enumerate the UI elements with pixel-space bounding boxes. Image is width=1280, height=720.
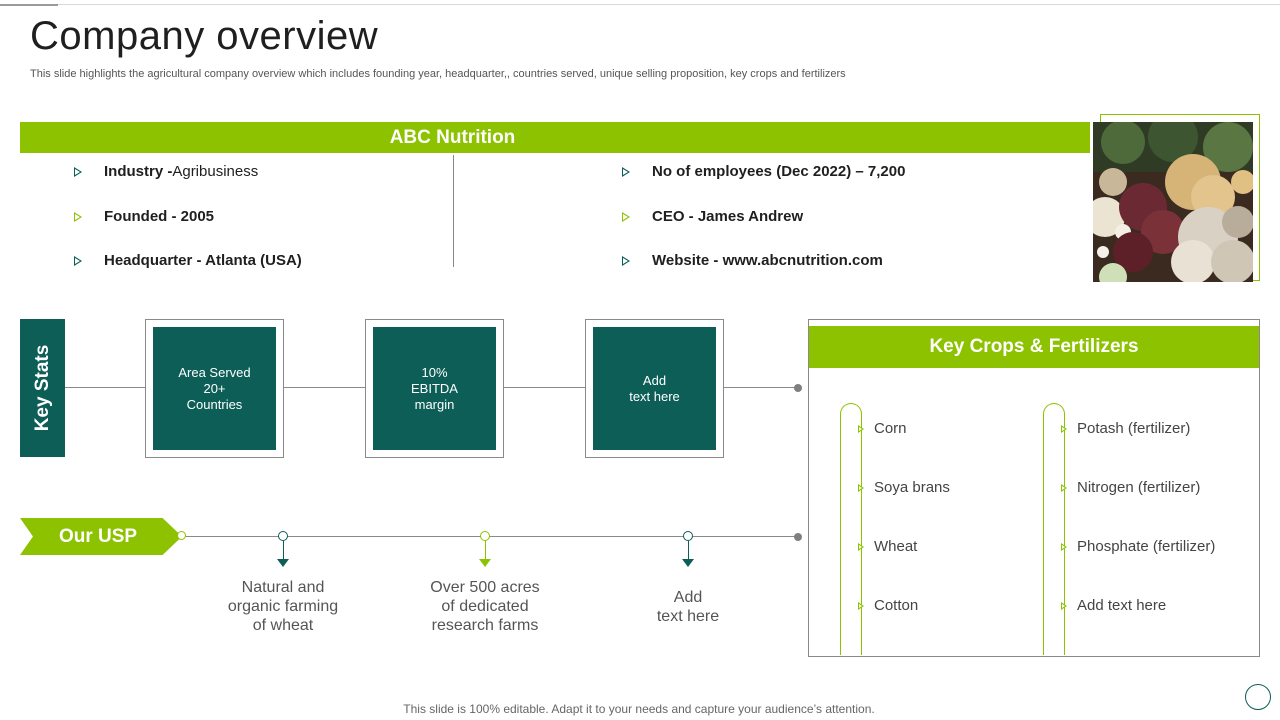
stat-line: 10% [421,364,448,380]
top-rule-accent [0,4,58,6]
stat-box-add-text: Add text here [585,319,724,458]
usp-line: research farms [431,617,539,634]
usp-node-ring-icon [278,531,288,541]
crop-label: Cotton [874,597,919,614]
footer-note: This slide is 100% editable. Adapt it to… [403,702,875,716]
arrow-down-icon [479,559,491,567]
usp-line: Natural and [241,579,325,596]
crops-bracket [840,403,862,655]
stat-line: EBITDA [411,380,458,396]
usp-connector-line [182,536,798,537]
info-headquarter-label: Headquarter - Atlanta (USA) [104,252,302,269]
info-industry-label: Industry - [104,163,173,180]
info-founded-label: Founded - 2005 [104,208,215,225]
info-divider [453,155,454,267]
bullet-triangle-icon [858,424,864,433]
stat-box-content: 10% EBITDA margin [373,327,496,450]
fertilizer-label: Potash (fertilizer) [1077,420,1191,437]
usp-item-research-farms: Over 500 acres of dedicated research far… [405,578,565,635]
usp-line: of wheat [252,617,314,634]
fertilizer-item: Add text here [1061,597,1166,614]
page-title: Company overview [30,14,379,58]
info-employees-label: No of employees (Dec 2022) – 7,200 [652,163,906,180]
usp-item-natural-farming: Natural and organic farming of wheat [203,578,363,635]
fertilizer-label: Phosphate (fertilizer) [1077,538,1216,555]
stat-line: Countries [186,396,243,412]
bullet-triangle-icon [622,166,630,177]
arrow-down-icon [277,559,289,567]
info-website-label: Website - www.abcnutrition.com [652,252,883,269]
key-stats-label-box: Key Stats [20,319,65,457]
usp-node-ring-icon [683,531,693,541]
usp-node-stem [485,541,486,559]
bullet-triangle-icon [1061,424,1067,433]
fertilizer-item: Nitrogen (fertilizer) [1061,479,1200,496]
crop-item: Wheat [858,538,917,555]
bullet-triangle-icon [858,601,864,610]
info-headquarter: Headquarter - Atlanta (USA) [74,252,302,269]
connector-end-dot [794,384,802,392]
usp-line: organic farming [227,598,339,615]
key-crops-title: Key Crops & Fertilizers [809,326,1259,368]
our-usp-label: Our USP [20,518,182,555]
info-industry-value: Agribusiness [172,163,259,180]
info-website: Website - www.abcnutrition.com [622,252,883,269]
stat-box-area-served: Area Served 20+ Countries [145,319,284,458]
fertilizer-item: Phosphate (fertilizer) [1061,538,1215,555]
key-stats-label: Key Stats [31,344,53,432]
usp-line: of dedicated [441,598,529,615]
usp-line: Add [673,589,703,606]
crop-label: Soya brans [874,479,950,496]
info-employees: No of employees (Dec 2022) – 7,200 [622,163,905,180]
vegetables-photo [1093,122,1253,282]
crop-label: Wheat [874,538,918,555]
bullet-triangle-icon [74,166,82,177]
stat-line: text here [629,388,680,404]
usp-node-ring-icon [480,531,490,541]
stat-box-content: Area Served 20+ Countries [153,327,276,450]
usp-item-add-text: Add text here [608,588,768,626]
stat-line: 20+ [203,380,226,396]
info-industry: Industry - Agribusiness [74,163,258,180]
bullet-triangle-icon [858,542,864,551]
bullet-triangle-icon [622,255,630,266]
stat-line: Area Served [178,364,251,380]
crop-item: Soya brans [858,479,950,496]
usp-line: Over 500 acres [430,579,540,596]
connector-end-dot [794,533,802,541]
stat-line: Add [642,372,667,388]
bullet-triangle-icon [74,255,82,266]
info-ceo-label: CEO - James Andrew [652,208,804,225]
stat-box-content: Add text here [593,327,716,450]
crop-item: Cotton [858,597,918,614]
usp-start-ring-icon [177,531,186,540]
bullet-triangle-icon [74,211,82,222]
usp-node-stem [283,541,284,559]
bullet-triangle-icon [1061,483,1067,492]
fertilizer-label: Add text here [1077,597,1167,614]
bullet-triangle-icon [858,483,864,492]
usp-line: text here [656,608,720,625]
fertilizer-item: Potash (fertilizer) [1061,420,1190,437]
info-ceo: CEO - James Andrew [622,208,803,225]
corner-circle-icon [1245,684,1271,710]
stat-line: margin [414,396,455,412]
bullet-triangle-icon [622,211,630,222]
key-crops-panel [808,319,1260,657]
stat-box-ebitda: 10% EBITDA margin [365,319,504,458]
usp-node-stem [688,541,689,559]
info-founded: Founded - 2005 [74,208,214,225]
arrow-down-icon [682,559,694,567]
bullet-triangle-icon [1061,601,1067,610]
page-subtitle: This slide highlights the agricultural c… [30,68,846,80]
crop-item: Corn [858,420,907,437]
fertilizer-label: Nitrogen (fertilizer) [1077,479,1201,496]
bullet-triangle-icon [1061,542,1067,551]
crop-label: Corn [874,420,907,437]
company-name-banner: ABC Nutrition [20,122,1090,153]
fertilizers-bracket [1043,403,1065,655]
top-rule [0,4,1280,5]
